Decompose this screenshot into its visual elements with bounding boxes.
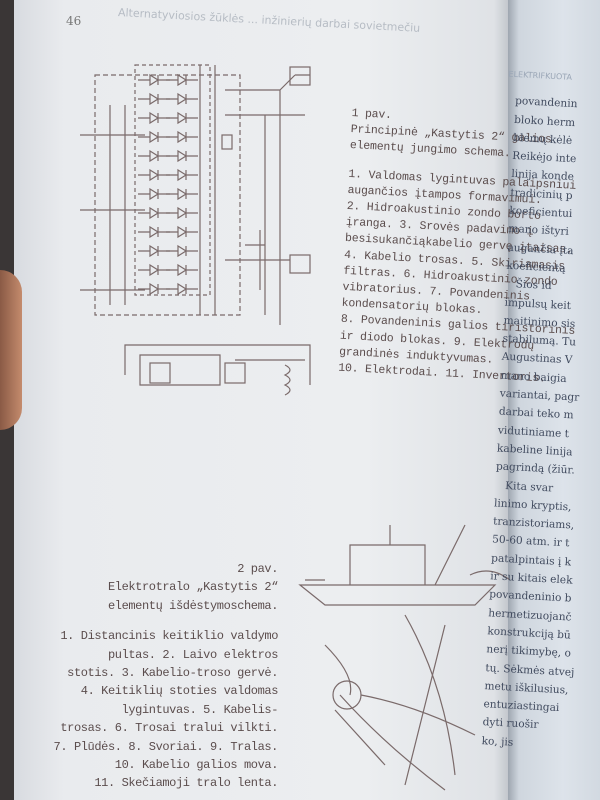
diode-symbol — [166, 73, 198, 87]
figure2-title-line: Elektrotralo „Kastytis 2“ — [107, 580, 278, 595]
diode-symbol — [166, 92, 198, 106]
figure2-legend-line: 11. Skečiamoji tralo lenta. — [94, 776, 278, 791]
diode-symbol — [138, 187, 170, 201]
figure2-title-line: elementų išdėstymoschema. — [107, 598, 278, 613]
diode-symbol — [166, 130, 198, 144]
circuit-diagram — [80, 64, 311, 396]
diode-symbol — [138, 206, 170, 220]
diode-symbol — [138, 149, 170, 163]
figure2-legend-line: trosas. 6. Trosai tralui vilkti. — [60, 721, 278, 736]
diode-symbol — [138, 225, 170, 239]
figure2-label: 2 pav. — [237, 562, 278, 576]
figure2-legend-line: stotis. 3. Kabelio-troso gervė. — [67, 666, 278, 681]
figure2-legend-line: 10. Kabelio galios mova. — [114, 758, 279, 773]
diode-symbol — [138, 73, 170, 87]
diode-symbol — [166, 149, 198, 163]
diode-symbol — [138, 130, 170, 144]
diode-symbol — [138, 244, 170, 258]
diode-symbol — [166, 225, 198, 239]
diode-symbol — [166, 263, 198, 277]
figure2-legend-line: 4. Keitiklių stoties valdomas — [80, 684, 279, 699]
diode-symbol — [166, 111, 198, 125]
page-number: 46 — [66, 14, 82, 28]
diode-symbol — [166, 168, 198, 182]
figure2-legend-line: 7. Plūdės. 8. Svoriai. 9. Tralas. — [53, 739, 279, 754]
diode-symbol — [138, 168, 170, 182]
right-page-header: ELEKTRIFKUOTA — [508, 69, 573, 82]
diode-symbol — [138, 282, 170, 296]
figure2-caption: 2 pav. Elektrotralo „Kastytis 2“ element… — [30, 560, 279, 793]
finger — [0, 270, 22, 430]
diode-symbol — [138, 92, 170, 106]
figure2-legend-line: lygintuvas. 5. Kabelis- — [121, 702, 279, 717]
trawl-diagram — [298, 524, 510, 791]
diode-symbol — [166, 187, 198, 201]
diode-symbol — [138, 111, 170, 125]
diode-symbol — [166, 206, 198, 220]
diode-symbol — [166, 282, 198, 296]
right-page — [508, 0, 600, 800]
figure2-legend-line: 1. Distancinis keitiklio valdymo — [60, 629, 278, 644]
left-page — [14, 0, 514, 800]
figure2-legend-line: pultas. 2. Laivo elektros — [107, 647, 278, 662]
diode-symbol — [166, 244, 198, 258]
diode-symbol — [138, 263, 170, 277]
